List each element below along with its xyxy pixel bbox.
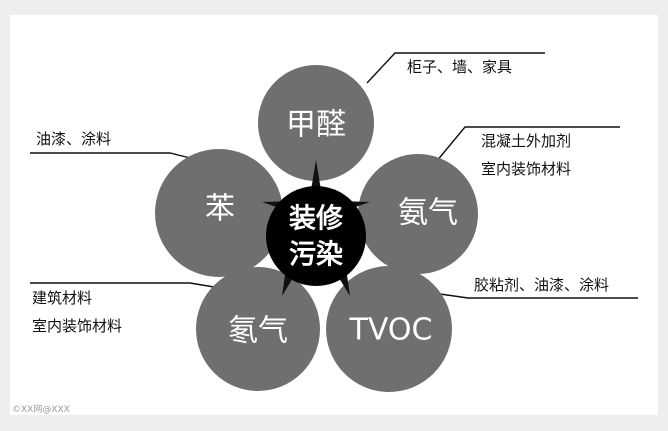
label-formaldehyde: 甲醛 (286, 108, 346, 143)
petal-radon (196, 267, 320, 391)
label-tvoc: TVOC (349, 313, 433, 348)
leader-ammonia (435, 126, 620, 163)
source-ammonia-1: 混凝土外加剂 (481, 132, 571, 150)
source-tvoc-1: 胶粘剂、油漆、涂料 (474, 276, 609, 294)
leader-formaldehyde (366, 52, 545, 84)
spike-up (311, 160, 321, 190)
leader-tvoc (439, 293, 638, 299)
center-line-1: 装修 (289, 204, 344, 235)
petal-ammonia (358, 154, 478, 274)
leader-radon (30, 282, 221, 289)
source-ammonia-2: 室内装饰材料 (481, 160, 571, 178)
source-benzene-1: 油漆、涂料 (36, 130, 111, 148)
source-radon-2: 室内装饰材料 (32, 317, 122, 335)
center-circle (266, 186, 366, 286)
label-benzene: 苯 (205, 192, 235, 227)
source-radon-1: 建筑材料 (32, 289, 92, 307)
petal-benzene (155, 149, 283, 277)
center-line-2: 污染 (289, 240, 343, 271)
petal-tvoc (326, 266, 452, 392)
petal-formaldehyde (258, 65, 374, 181)
label-radon: 氡气 (228, 314, 288, 349)
source-formaldehyde-1: 柜子、墙、家具 (407, 58, 512, 76)
watermark-text: ©XX网@XXX (12, 404, 70, 415)
leader-benzene (30, 152, 199, 161)
label-ammonia: 氨气 (398, 196, 458, 231)
